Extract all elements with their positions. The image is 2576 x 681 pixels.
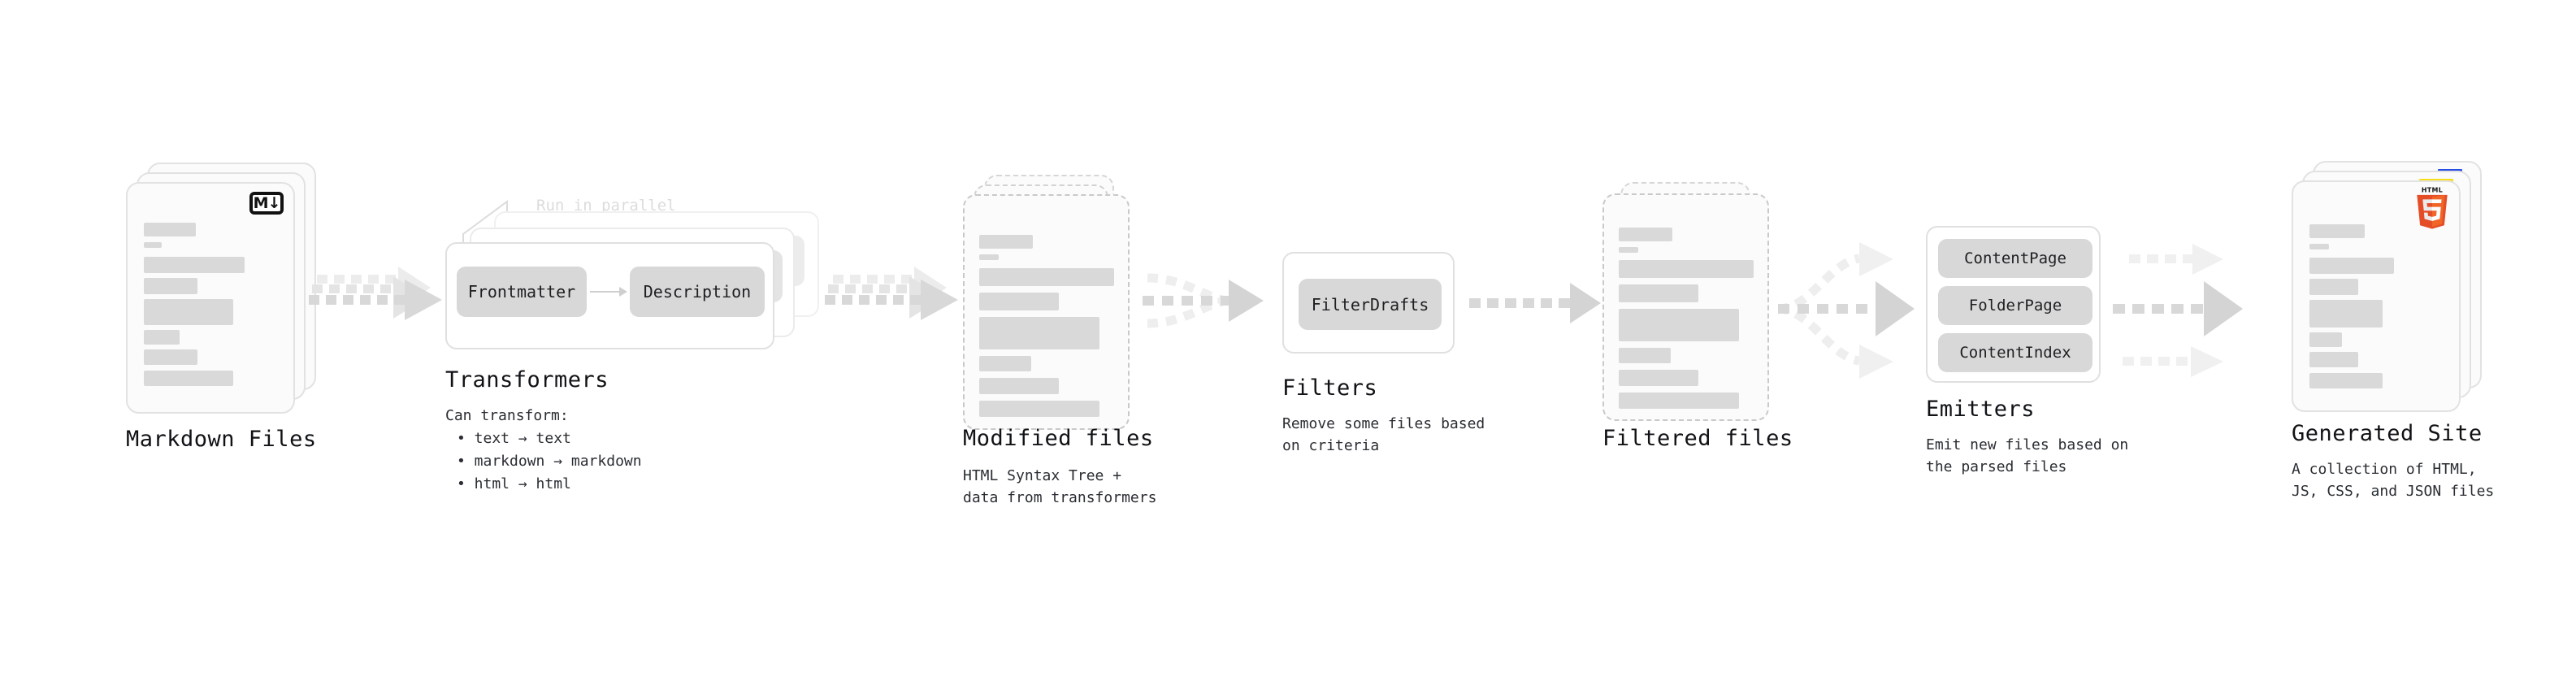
skeleton-line	[144, 223, 196, 236]
connector-modified-to-filters	[1143, 273, 1264, 328]
skeleton-line	[1619, 348, 1671, 363]
skeleton-line	[144, 242, 162, 248]
stage-desc-emitters: Emit new files based on the parsed files	[1926, 436, 2129, 476]
stage-filters-box[interactable]: FilterDrafts	[1282, 252, 1455, 354]
stage-desc-modified-files: HTML Syntax Tree + data from transformer…	[963, 467, 1157, 507]
skeleton-line	[1619, 228, 1672, 241]
stage-modified-files	[963, 175, 1142, 443]
modified-sheet-front	[963, 194, 1130, 430]
skeleton-line	[979, 356, 1031, 371]
skeleton-line	[1619, 309, 1739, 341]
stage-emitters-box[interactable]: ContentPage FolderPage ContentIndex	[1926, 226, 2101, 383]
skeleton-line	[979, 317, 1099, 349]
skeleton-line	[979, 401, 1099, 417]
stage-title-generated-site: Generated Site	[2292, 421, 2483, 446]
connector-markdown-to-transformers	[309, 267, 442, 320]
skeleton-line	[2309, 300, 2383, 327]
skeleton-line	[2309, 258, 2394, 274]
skeleton-line	[1619, 370, 1698, 386]
stage-title-emitters: Emitters	[1926, 397, 2036, 422]
generated-site-stack: CSS HTML	[2292, 161, 2511, 429]
svg-text:HTML: HTML	[2422, 186, 2443, 193]
stage-transformers: Frontmatter Description	[445, 211, 827, 358]
stage-desc-filters: Remove some files based on criteria	[1282, 415, 1485, 455]
filtered-sheet-front	[1602, 193, 1769, 421]
connector-filters-to-filtered	[1469, 283, 1601, 323]
site-sheet-front: HTML	[2292, 180, 2461, 412]
skeleton-line	[979, 293, 1059, 310]
skeleton-line	[2309, 279, 2358, 295]
emitter-pill-contentpage[interactable]: ContentPage	[1938, 239, 2092, 278]
skeleton-line	[979, 235, 1033, 249]
skeleton-line	[144, 299, 233, 325]
skeleton-line	[2309, 352, 2358, 367]
transformer-bullet: • markdown → markdown	[457, 453, 642, 470]
stage-title-filters: Filters	[1282, 375, 1378, 401]
filter-pill-filterdrafts[interactable]: FilterDrafts	[1299, 279, 1442, 330]
markdown-file-stack: M↓ M↓ M↓	[126, 163, 337, 423]
emitter-pill-folderpage[interactable]: FolderPage	[1938, 286, 2092, 325]
transformer-bullet: • html → html	[457, 475, 571, 492]
skeleton-line	[1619, 393, 1739, 409]
stage-generated-site: CSS HTML	[2292, 161, 2511, 429]
skeleton-line	[979, 268, 1114, 286]
connector-transformers-to-modified	[825, 267, 958, 320]
stage-title-modified-files: Modified files	[963, 426, 1154, 451]
skeleton-line	[144, 257, 245, 273]
markdown-badge: M↓	[249, 192, 284, 215]
skeleton-line	[2309, 224, 2365, 238]
skeleton-line	[144, 349, 197, 365]
stage-title-markdown-files: Markdown Files	[126, 427, 317, 452]
skeleton-line	[144, 278, 197, 294]
modified-file-stack	[963, 175, 1142, 443]
skeleton-line	[144, 371, 233, 386]
skeleton-line	[2309, 244, 2329, 249]
run-in-parallel-label: Run in parallel	[536, 197, 676, 215]
transformer-card-front[interactable]: Frontmatter Description	[445, 242, 774, 349]
skeleton-line	[979, 254, 999, 260]
stage-desc-transformers: Can transform:	[445, 407, 569, 424]
skeleton-line	[1619, 247, 1638, 253]
skeleton-line	[1619, 260, 1754, 278]
emitter-pill-contentindex[interactable]: ContentIndex	[1938, 333, 2092, 372]
stage-title-filtered-files: Filtered files	[1602, 426, 1793, 451]
skeleton-line	[2309, 332, 2342, 347]
transformer-pill-description[interactable]: Description	[630, 267, 765, 317]
connector-filtered-to-emitters	[1777, 242, 1915, 379]
skeleton-line	[1619, 284, 1698, 302]
stage-desc-generated-site: A collection of HTML, JS, CSS, and JSON …	[2292, 461, 2495, 501]
stage-title-transformers: Transformers	[445, 367, 609, 393]
connector-emitters-to-site	[2113, 244, 2243, 377]
stage-filtered-files	[1602, 182, 1781, 442]
filtered-file-stack	[1602, 182, 1781, 442]
transformer-bullet: • text → text	[457, 430, 571, 447]
skeleton-line	[144, 330, 180, 345]
html5-icon: HTML	[2417, 186, 2448, 229]
markdown-sheet-front: M↓	[126, 182, 295, 414]
skeleton-line	[2309, 373, 2383, 388]
skeleton-line	[979, 378, 1059, 394]
transformer-pill-frontmatter[interactable]: Frontmatter	[457, 267, 587, 317]
stage-markdown-files: M↓ M↓ M↓	[126, 163, 337, 423]
transformer-arrow	[590, 287, 627, 297]
